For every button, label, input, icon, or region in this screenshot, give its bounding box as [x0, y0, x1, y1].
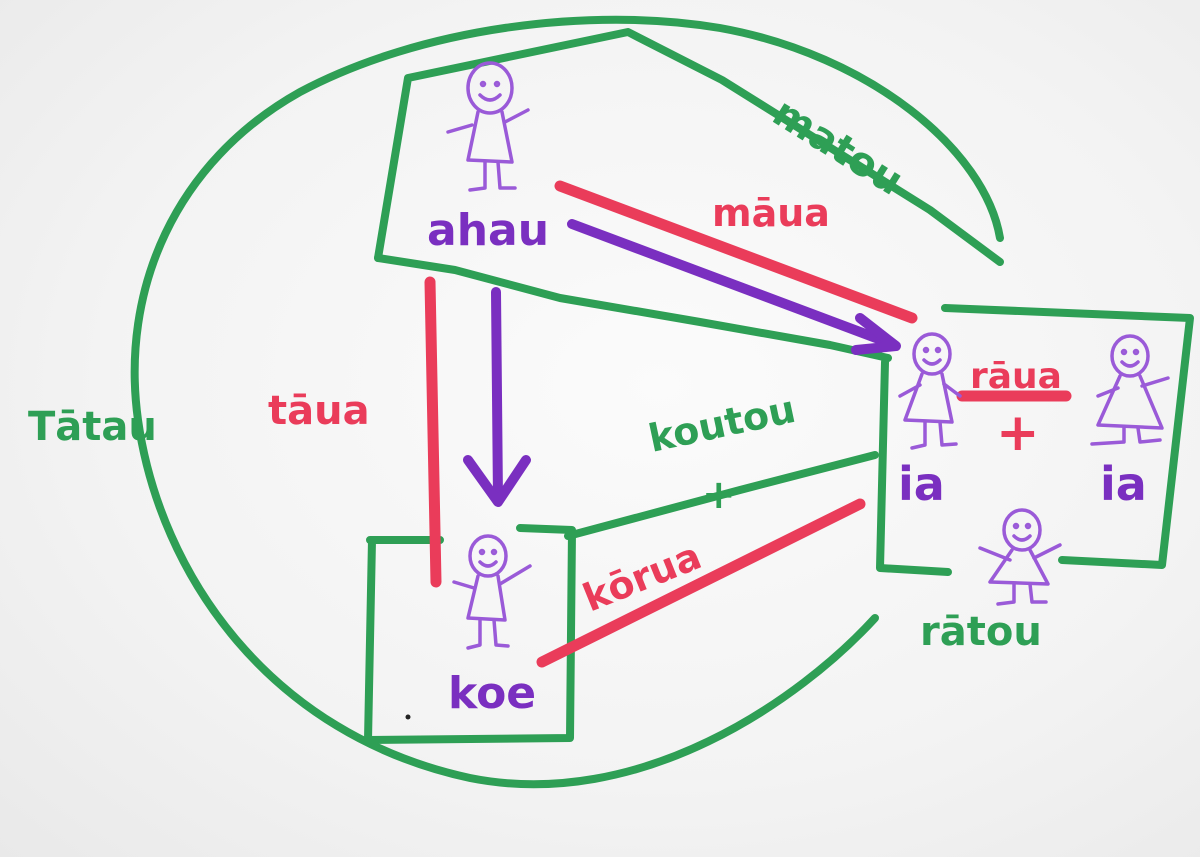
marker-dot	[405, 714, 411, 720]
label-ia-left: ia	[898, 457, 945, 511]
label-ahau: ahau	[427, 205, 549, 256]
ia-group-box	[876, 304, 1194, 576]
label-ia-right: ia	[1100, 457, 1147, 511]
koe-box	[364, 524, 576, 744]
arrow-ahau-to-ia	[567, 219, 901, 355]
maatou-group-lower	[374, 254, 892, 362]
label-taatou: Tātau	[28, 404, 157, 450]
label-koutou: koutou	[645, 387, 800, 461]
person-ia-left-figure	[898, 332, 962, 450]
label-koutou-plus: +	[702, 472, 736, 518]
label-taaua: tāua	[268, 388, 370, 434]
label-raatou: rātou	[920, 609, 1042, 655]
maaua-line	[554, 180, 918, 324]
label-maatou: matou	[765, 89, 911, 204]
maatou-group-outline	[374, 28, 1004, 266]
label-raaua-plus: +	[996, 403, 1040, 463]
koorua-line	[536, 498, 866, 668]
person-koe-figure	[452, 534, 532, 650]
person-raatou-figure	[978, 508, 1062, 606]
label-raaua: rāua	[970, 356, 1062, 397]
label-koe: koe	[448, 668, 536, 719]
arrow-ahau-to-koe	[463, 287, 531, 507]
taaua-line	[424, 276, 442, 588]
label-maaua: māua	[712, 191, 830, 235]
person-ahau-figure	[446, 61, 530, 192]
taatou-outer-loop	[130, 15, 1004, 789]
person-ia-right-figure	[1090, 334, 1170, 446]
koutou-connector	[564, 451, 879, 540]
